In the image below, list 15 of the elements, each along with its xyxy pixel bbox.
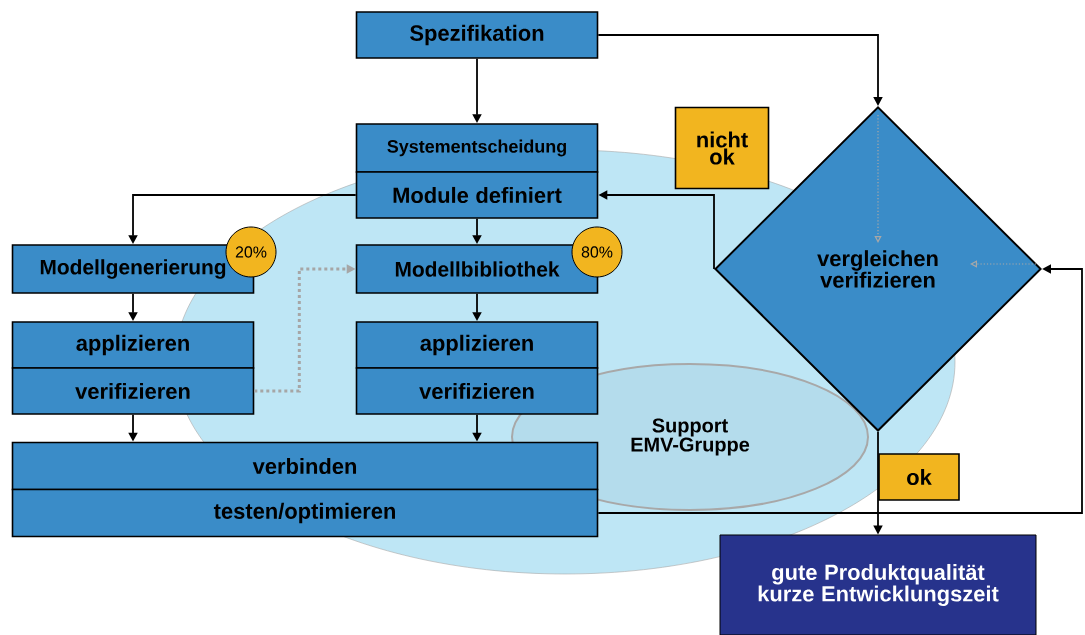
arrow: [597, 264, 1083, 514]
percent-badge: 20%: [225, 226, 277, 278]
status-box: nicht ok: [674, 106, 770, 190]
process-box: applizieren: [11, 321, 255, 369]
process-box: verbinden: [11, 441, 599, 491]
process-box: verifizieren: [11, 367, 255, 415]
process-box: Spezifikation: [355, 11, 599, 59]
process-box: Systementscheidung: [355, 123, 599, 173]
process-box: verifizieren: [355, 367, 599, 415]
process-box: Module definiert: [355, 171, 599, 219]
percent-badge: 80%: [571, 226, 623, 278]
result-box: gute Produktqualität kurze Entwicklungszeit: [719, 534, 1037, 635]
process-box: testen/optimieren: [11, 488, 599, 538]
process-box: applizieren: [355, 321, 599, 369]
status-box: ok: [878, 453, 960, 501]
